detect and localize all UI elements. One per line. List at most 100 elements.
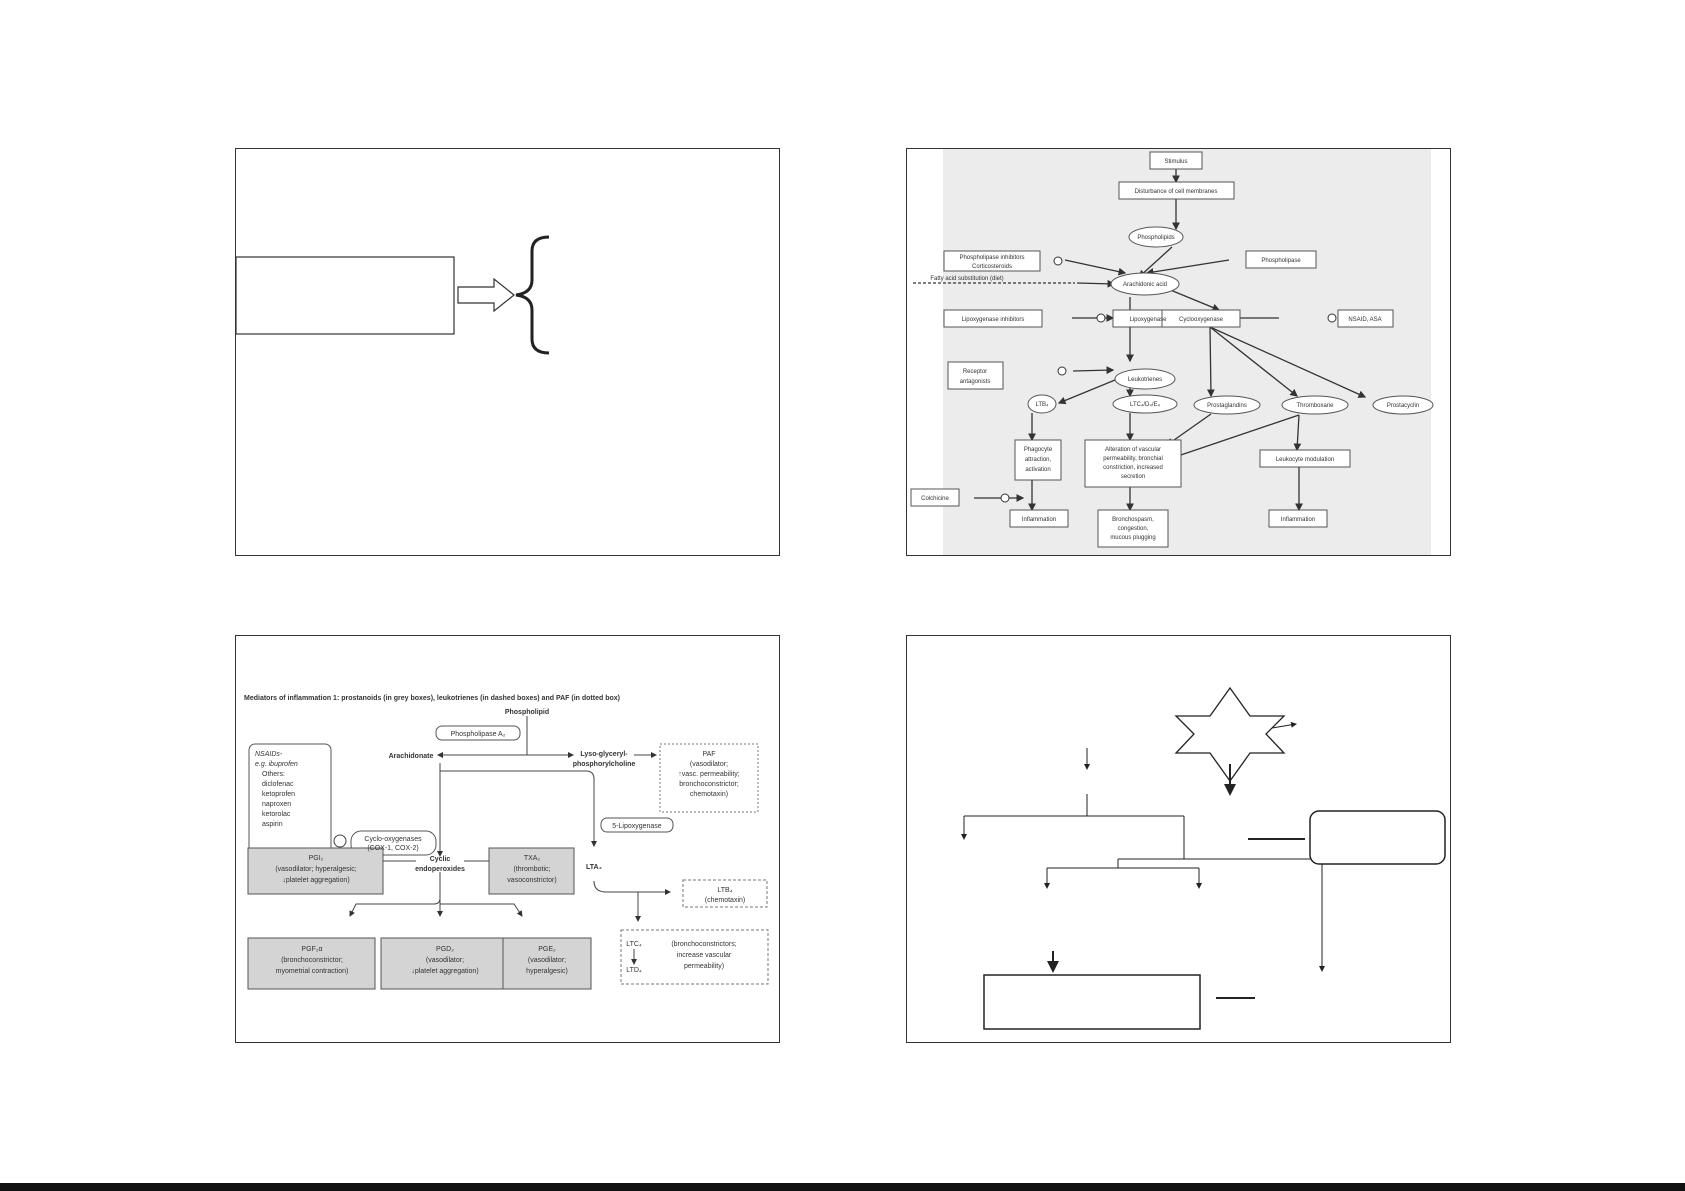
thromboxane-label: Thromboxane (1296, 403, 1334, 409)
slide-2: Stimulus Disturbance of cell membranes P… (906, 148, 1451, 556)
alteration-label-4: secretion (1121, 474, 1145, 480)
empty-box (236, 256, 455, 335)
bottom-box (983, 974, 1201, 1030)
phospholipid-label: Phospholipid (505, 709, 549, 716)
inhibitor-circles (1000, 256, 1337, 503)
nsaid-label: NSAID, ASA (1348, 317, 1381, 323)
phospholipase-a2-label: Phospholipase A₂ (451, 731, 506, 738)
phospholipase-label: Phospholipase (1261, 258, 1301, 264)
flow-arrows (974, 169, 1367, 512)
inflammation-left-label: Inflammation (1022, 517, 1056, 523)
antagonists-label: antagonists (960, 379, 991, 385)
leukocyte-modulation-label: Leukocyte modulation (1276, 457, 1334, 463)
curly-brace (515, 235, 550, 355)
lyso-label-2: phosphorylcholine (573, 761, 636, 768)
lyso-label-1: Lyso-glyceryl- (580, 751, 628, 758)
slide-1 (235, 148, 780, 556)
prostacyclin-label: Prostacyclin (1387, 403, 1419, 409)
fatty-acid-label: Fatty acid substitution (diet) (930, 276, 1003, 282)
lipoxygenase-label: 5-Lipoxygenase (612, 823, 662, 830)
slide-4-diagram (961, 686, 1446, 1030)
nsaids-list: NSAIDs- e.g. ibuprofen Others: diclofena… (255, 751, 298, 828)
receptor-label: Receptor (963, 369, 987, 375)
bronchospasm-label-1: Bronchospasm, (1112, 517, 1154, 523)
nsaids-label-5: ketoprofen (262, 791, 295, 798)
nsaids-label-6: naproxen (262, 801, 291, 808)
paf-label-4: bronchoconstrictor; (679, 781, 739, 788)
alteration-label-2: permeability, bronchial (1103, 456, 1163, 462)
cox-label-1: Cyclo-oxygenases (364, 836, 422, 843)
rounded-box (1309, 810, 1446, 865)
bronchospasm-label-2: congestion, (1118, 526, 1149, 532)
ltb4-label-2: (chemotaxin) (705, 897, 745, 904)
pgd-label-3: ↓platelet aggregation) (411, 968, 478, 975)
ltb4-label: LTB₄ (1035, 402, 1049, 408)
pgi2-label-1: PGI₂ (309, 855, 324, 862)
inhibit-circle (333, 834, 347, 848)
slide-3-boxes (247, 725, 769, 990)
leukotrienes-label: Leukotrienes (1128, 377, 1162, 383)
paf-label-2: (vasodilator; (690, 761, 728, 768)
slide-4-lines (961, 721, 1325, 999)
disturbance-label: Disturbance of cell membranes (1135, 189, 1218, 195)
slide-2-flowchart: Stimulus Disturbance of cell membranes P… (910, 149, 1434, 555)
pge-label-3: hyperalgesic) (526, 968, 568, 975)
ltc-desc-label-3: permeability) (684, 963, 724, 970)
bronchospasm-label-3: mucous plugging (1110, 535, 1155, 541)
block-arrow (457, 277, 515, 313)
inflammation-right-label: Inflammation (1281, 517, 1315, 523)
paf-label-3: ↑vasc. permeability; (678, 771, 740, 778)
txa2-label-3: vasoconstrictor) (507, 877, 556, 884)
node-labels: Stimulus Disturbance of cell membranes P… (921, 159, 1419, 541)
phospholipase-inhibitors-label: Phospholipase inhibitors (959, 255, 1024, 261)
nsaids-label-4: diclofenac (262, 781, 294, 788)
pge-label-2: (vasodilator; (528, 957, 566, 964)
ltc4-label: LTC₄/D₄/E₄ (1130, 402, 1160, 408)
slide-3-arrows (349, 716, 671, 922)
nsaids-label-3: Others: (262, 771, 285, 778)
figure-background (943, 149, 1431, 555)
pgd-label-2: (vasodilator; (426, 957, 464, 964)
cox-label-2: (COX-1, COX-2) (367, 845, 418, 852)
paf-label-5: chemotaxin) (690, 791, 728, 798)
pgd-label-1: PGD₂ (436, 946, 454, 953)
pgf-label-1: PGF₂α (301, 946, 322, 953)
phospholipids-label: Phospholipids (1137, 235, 1174, 241)
slide-3-diagram: Mediators of inflammation 1: prostanoids… (244, 695, 769, 990)
ltc-desc-label-2: increase vascular (677, 952, 732, 959)
slide-3-labels: Phospholipid Phospholipase A₂ Arachidona… (275, 709, 745, 975)
nsaids-label-7: ketorolac (262, 811, 291, 818)
txa2-label-2: (thrombotic; (514, 866, 551, 873)
paf-label-1: PAF (702, 751, 715, 758)
cyclic-label-1: Cyclic (430, 856, 451, 863)
ltc-desc-label-1: (bronchoconstrictors; (671, 941, 736, 948)
phagocyte-label-2: attraction, (1025, 457, 1052, 463)
nsaids-label-2: e.g. ibuprofen (255, 761, 298, 768)
pgi2-label-3: ↓platelet aggregation) (282, 877, 349, 884)
slide-3-title: Mediators of inflammation 1: prostanoids… (244, 695, 620, 702)
pgi2-label-2: (vasodilator; hyperalgesic; (275, 866, 356, 873)
node-shapes (910, 151, 1434, 548)
stimulus-label: Stimulus (1164, 159, 1187, 165)
lta4-label: LTA₄ (586, 864, 602, 871)
arachidonic-acid-label: Arachidonic acid (1123, 282, 1167, 288)
slide-3: Mediators of inflammation 1: prostanoids… (235, 635, 780, 1043)
phagocyte-label-1: Phagocyte (1024, 447, 1053, 453)
cyclic-label-2: endoperoxides (415, 866, 465, 873)
ltc4-label: LTC₄ (626, 941, 642, 948)
cyclooxygenase-label: Cyclooxygenase (1179, 317, 1224, 323)
lipoxygenase-inhibitors-label: Lipoxygenase inhibitors (962, 317, 1025, 323)
phagocyte-label-3: activation (1025, 467, 1050, 473)
corticosteroids-label: Corticosteroids (972, 264, 1012, 270)
prostaglandins-label: Prostaglandins (1207, 403, 1247, 409)
pgf-label-3: myometrial contraction) (276, 968, 349, 975)
lipoxygenase-label: Lipoxygenase (1129, 317, 1167, 323)
slide-1-diagram (236, 235, 550, 355)
colchicine-label: Colchicine (921, 496, 949, 502)
nsaids-label-8: aspirin (262, 821, 283, 828)
alteration-label-3: constriction, increased (1103, 465, 1163, 471)
alteration-label-1: Alteration of vascular (1105, 447, 1161, 453)
ltb4-label-1: LTB₄ (717, 887, 732, 894)
slide-4 (906, 635, 1451, 1043)
page-footer-bar (0, 1183, 1685, 1191)
